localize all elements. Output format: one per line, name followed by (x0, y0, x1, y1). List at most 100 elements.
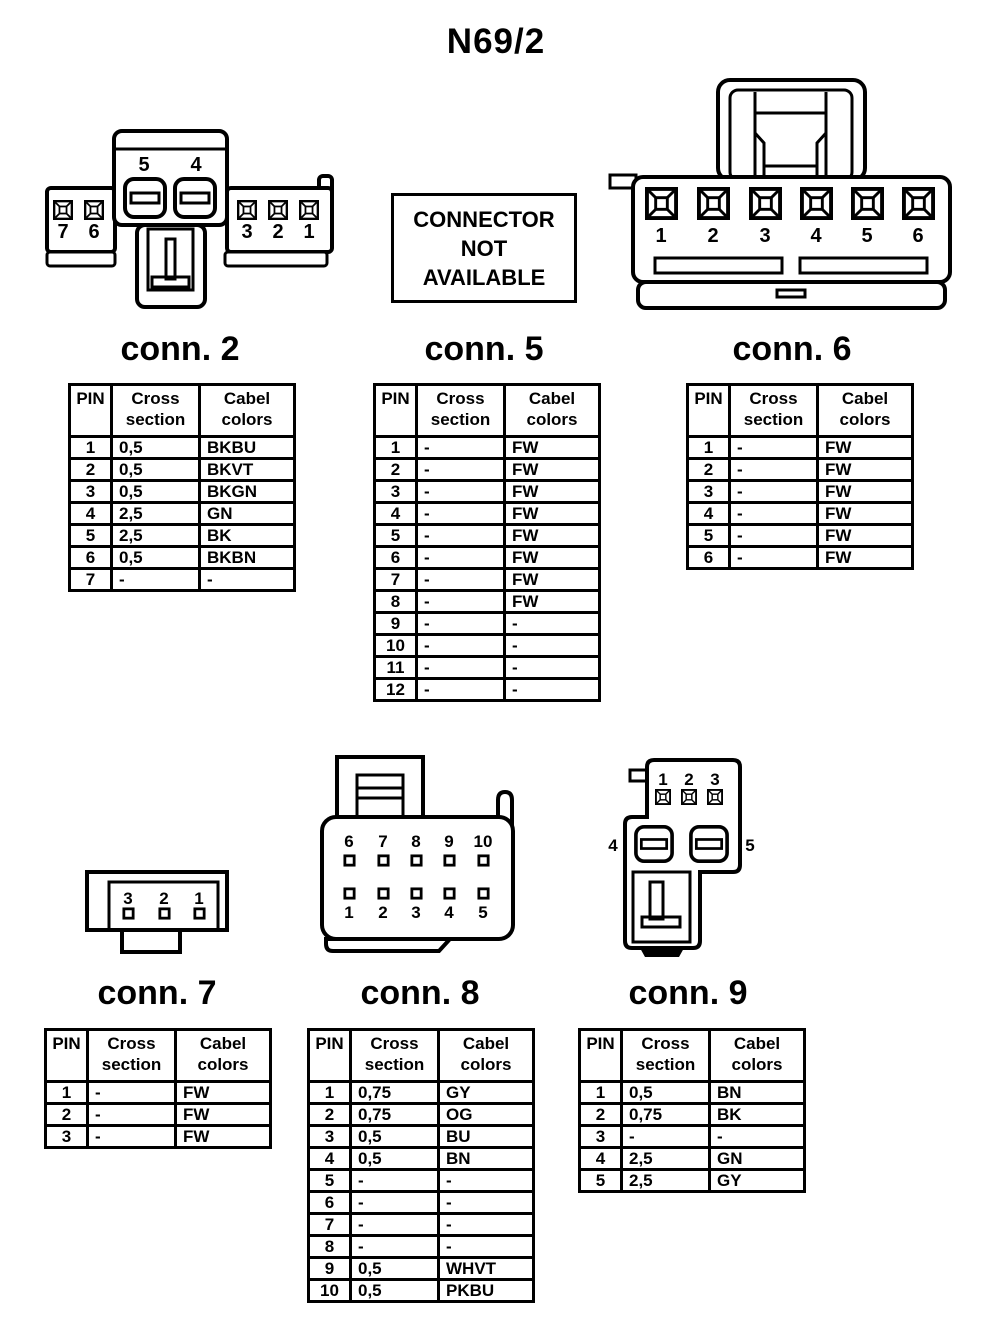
cable-colors-cell: - (503, 611, 601, 636)
pin-number-cell: 2 (44, 1102, 89, 1127)
pin-number-label: 2 (707, 225, 718, 247)
cable-colors-cell: - (437, 1212, 535, 1237)
pin-number-label: 5 (861, 225, 872, 247)
pin-number-label: 1 (344, 903, 353, 922)
cross-section-cell: - (86, 1080, 177, 1105)
pin-number-label: 3 (241, 221, 252, 243)
cable-colors-cell: FW (174, 1102, 272, 1127)
pin-socket-icon (477, 887, 490, 900)
pin-row: 9 - - (373, 611, 601, 636)
pin-number-cell: 6 (686, 545, 731, 570)
pin-row: 4 2,5 GN (578, 1146, 806, 1171)
cross-section-cell: - (415, 567, 506, 592)
conn2-key-cavity (146, 227, 195, 292)
pin-row: 2 - FW (373, 457, 601, 482)
conn2-drawing: 5 4 7 6 3 2 1 (45, 129, 334, 309)
cable-colors-cell: FW (816, 479, 914, 504)
pin-number-label: 3 (710, 770, 719, 789)
cross-section-cell: - (728, 545, 819, 570)
pin-row: 3 - FW (686, 479, 914, 504)
pin-number-cell: 8 (373, 589, 418, 614)
pin-socket-icon (902, 187, 935, 220)
pin-number-label: 4 (608, 836, 618, 855)
cable-colors-cell: FW (503, 567, 601, 592)
cross-section-cell: - (349, 1190, 440, 1215)
cable-colors-cell: FW (816, 435, 914, 460)
cross-section-cell: 0,5 (110, 545, 201, 570)
pin-socket-icon (53, 200, 73, 220)
pin-socket-icon (410, 887, 423, 900)
pin-number-label: 3 (123, 889, 132, 908)
cross-section-cell: - (728, 523, 819, 548)
conn6-tab-waist (753, 113, 828, 180)
pin-row: 2 0,5 BKVT (68, 457, 296, 482)
cross-section-cell: - (415, 611, 506, 636)
pin-row: 6 - FW (686, 545, 914, 570)
cable-colors-cell: - (503, 655, 601, 680)
pin-row: 7 - - (68, 567, 296, 592)
pin-socket-icon (749, 187, 782, 220)
pin-number-cell: 5 (686, 523, 731, 548)
conn2-left-step (45, 250, 117, 268)
cross-section-cell: - (349, 1212, 440, 1237)
cable-colors-cell: FW (816, 457, 914, 482)
pin-number-cell: 5 (307, 1168, 352, 1193)
cross-section-cell: - (349, 1234, 440, 1259)
pin-socket-icon (477, 854, 490, 867)
cable-colors-cell: - (198, 567, 296, 592)
pin-socket-icon (158, 907, 171, 920)
pin-row: 8 - FW (373, 589, 601, 614)
cross-section-cell: - (415, 633, 506, 658)
cable-colors-cell: PKBU (437, 1278, 535, 1303)
cable-colors-cell: GY (708, 1168, 806, 1193)
connector-not-available-box: CONNECTOR NOT AVAILABLE (391, 193, 577, 303)
pin-row: 10 - - (373, 633, 601, 658)
cable-colors-cell: BN (708, 1080, 806, 1105)
conn9-key-base (640, 915, 682, 929)
cross-section-cell: 2,5 (620, 1168, 711, 1193)
conn9-bottom-rim (640, 948, 684, 957)
conn6-bottom-rim (636, 280, 947, 310)
cross-section-cell: 0,5 (110, 479, 201, 504)
pin-socket-icon (268, 200, 288, 220)
pin-number-cell: 2 (68, 457, 113, 482)
pin-number-cell: 3 (68, 479, 113, 504)
pin-number-cell: 9 (307, 1256, 352, 1281)
pin-row: 3 - FW (373, 479, 601, 504)
pin-number-cell: 5 (578, 1168, 623, 1193)
pin-row: 11 - - (373, 655, 601, 680)
pin-number-label: 3 (411, 903, 420, 922)
cable-colors-cell: FW (816, 501, 914, 526)
cross-section-cell: - (415, 523, 506, 548)
conn2-key-base (150, 275, 191, 289)
pin-number-label: 2 (272, 221, 283, 243)
pin-number-label: 1 (194, 889, 203, 908)
pin-number-cell: 6 (307, 1190, 352, 1215)
pin-socket-icon (707, 789, 723, 805)
pin-number-cell: 1 (578, 1080, 623, 1105)
pin-row: 10 0,5 PKBU (307, 1278, 535, 1303)
pin-number-label: 9 (444, 832, 453, 851)
cross-section-cell: 0,5 (110, 457, 201, 482)
pin-slot-icon (633, 825, 675, 863)
pin-row: 4 2,5 GN (68, 501, 296, 526)
cable-colors-cell: FW (503, 457, 601, 482)
pin-number-cell: 5 (68, 523, 113, 548)
pin-row: 9 0,5 WHVT (307, 1256, 535, 1281)
conn7-drawing: 3 2 1 (85, 870, 229, 954)
cross-section-cell: 0,75 (349, 1080, 440, 1105)
pin-socket-icon (645, 187, 678, 220)
pin-number-label: 7 (378, 832, 387, 851)
conn6-drawing: 1 2 3 4 5 6 (608, 78, 952, 310)
pin-number-label: 6 (344, 832, 353, 851)
pin-header: PIN (44, 1028, 89, 1083)
